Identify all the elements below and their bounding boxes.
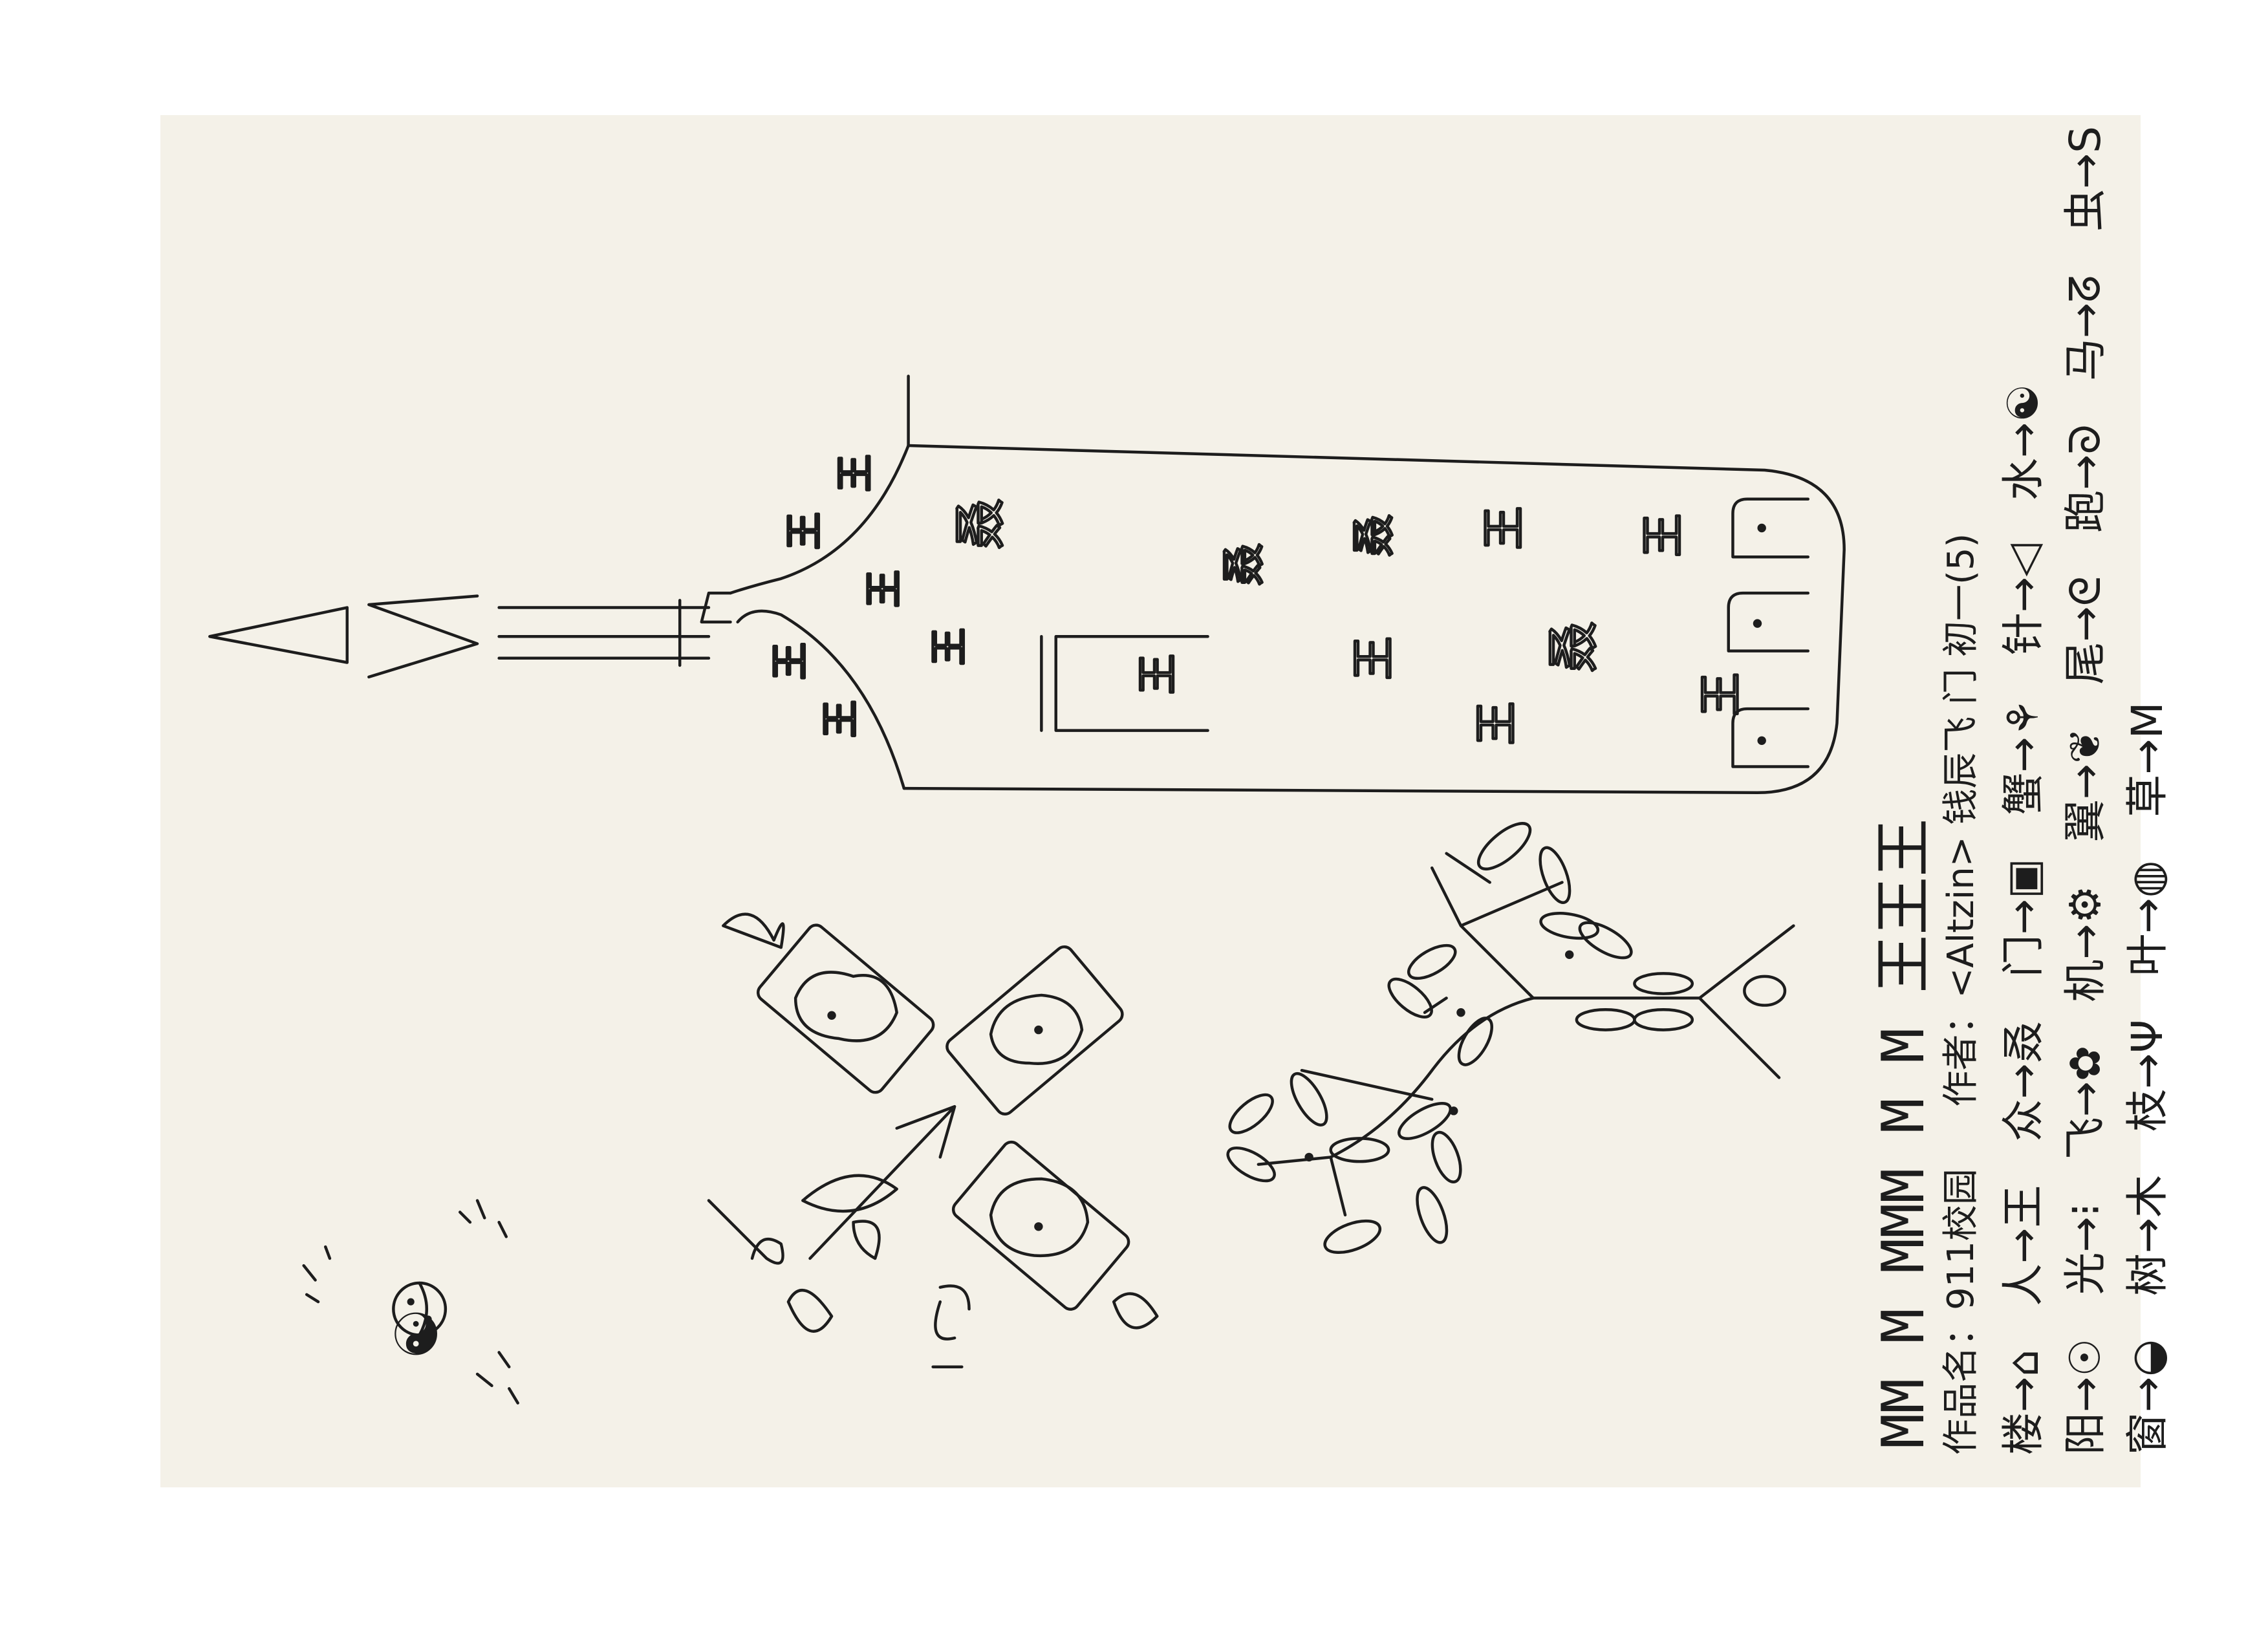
svg-text:王: 王	[927, 628, 971, 665]
legend-item: 树→木	[2122, 1174, 2172, 1297]
legend-row: 阳→☉ 光→⁝ 飞→✿ 机→⚙ 翼→❦ 尾→ᘓ 跑→ᘐ 马→ᘔ 虫→S	[2055, 97, 2117, 1455]
author-label: 作者：<Altzin> 钱辰飞 门 初一(5)	[1940, 533, 1982, 1107]
svg-text:王: 王	[1478, 506, 1529, 550]
work-title: 作品名：911校园	[1940, 1169, 1982, 1455]
svg-text:王: 王	[833, 454, 877, 491]
legend-item: 草→M	[2122, 702, 2172, 817]
svg-text:王: 王	[819, 700, 863, 738]
legend-item: 光→⁝	[2060, 1203, 2110, 1295]
svg-text:王: 王	[862, 570, 906, 607]
legend-item: 跑→ᘐ	[2060, 424, 2110, 533]
tower-drawing	[208, 374, 1846, 795]
grass-marks: MM M MMM M M 王王王	[1870, 818, 1938, 1449]
legend-row: 楼→⌂ 人→王 众→叒 门→▣ 蟹→⚘ 针→◁ 水→☯	[1993, 97, 2055, 1455]
legend-item: 虫→S	[2060, 125, 2110, 232]
legend-item: 叶→◍	[2122, 860, 2172, 976]
svg-text:叒: 叒	[1218, 543, 1269, 586]
svg-text:王: 王	[1471, 702, 1522, 745]
tower-figures: 叒 叒 叒 王 王 叒 王 王 王 王 王 王 王 王 王 王	[766, 453, 1747, 746]
legend-item: 人→王	[1998, 1185, 2048, 1306]
svg-text:叒: 叒	[949, 498, 1010, 550]
legend-item: 众→叒	[1998, 1020, 2048, 1142]
legend-item: 楼→⌂	[1998, 1349, 2048, 1455]
legend-item: 水→☯	[1998, 383, 2048, 501]
legend-item: 尾→ᘓ	[2060, 576, 2110, 685]
legend-item: 飞→✿	[2060, 1045, 2110, 1160]
legend-row: 窗→◒ 树→木 枝→Ψ 叶→◍ 草→M	[2117, 97, 2179, 1455]
caption-title-row: 作品名：911校园 作者：<Altzin> 钱辰飞 门 初一(5)	[1930, 97, 1993, 1455]
tree-drawing	[1226, 822, 1795, 1254]
legend-item: 窗→◒	[2122, 1339, 2172, 1455]
windmill-drawing	[707, 912, 1159, 1368]
svg-text:王: 王	[1348, 636, 1399, 680]
legend-item: 阳→☉	[2060, 1338, 2110, 1455]
paper-sheet	[160, 115, 2141, 1487]
svg-text:叒: 叒	[1348, 513, 1399, 557]
legend-item: 针→◁	[1998, 544, 2048, 656]
svg-text:王: 王	[768, 642, 812, 680]
svg-text:王: 王	[783, 512, 826, 550]
svg-text:王: 王	[1696, 673, 1746, 716]
legend-item: 马→ᘔ	[2060, 275, 2110, 382]
caption-block: 作品名：911校园 作者：<Altzin> 钱辰飞 门 初一(5) 楼→⌂ 人→…	[1930, 97, 2179, 1455]
legend-item: 枝→Ψ	[2122, 1019, 2172, 1132]
legend-item: 翼→❦	[2060, 727, 2110, 843]
legend-item: 蟹→⚘	[1998, 698, 2048, 815]
svg-text:王: 王	[1637, 513, 1688, 557]
sun-face-glyph: ☯	[383, 1308, 451, 1360]
svg-text:王: 王	[1134, 654, 1182, 695]
legend-item: 机→⚙	[2060, 885, 2110, 1002]
sun-drawing	[302, 1199, 519, 1405]
svg-text:叒: 叒	[1542, 621, 1603, 673]
legend-item: 门→▣	[1998, 858, 2048, 978]
